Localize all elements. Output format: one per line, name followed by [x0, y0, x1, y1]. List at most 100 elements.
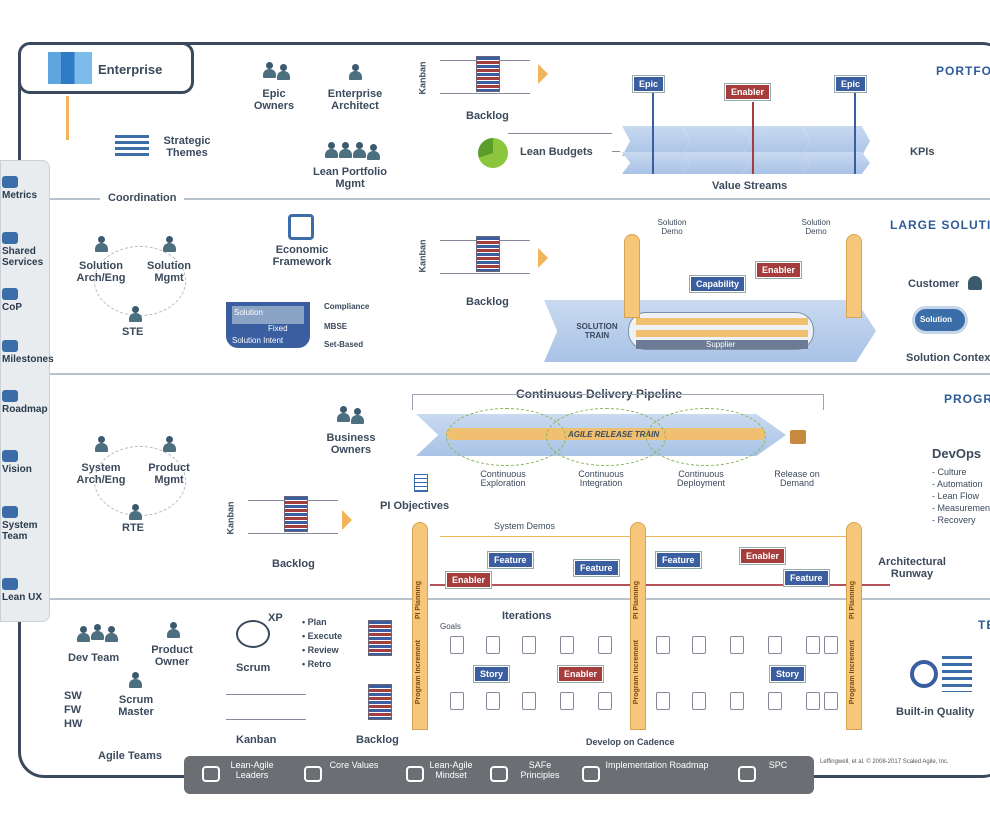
- scrum-label: Scrum: [236, 662, 271, 674]
- dev-team-icon-3: [104, 626, 118, 642]
- economic-framework-label: Economic Framework: [272, 244, 332, 268]
- devops-label: DevOps: [932, 446, 982, 461]
- fw-label: FW: [64, 704, 82, 716]
- story-tag-1: Story: [474, 666, 510, 682]
- business-owners-label: Business Owners: [326, 432, 376, 456]
- economic-framework-icon: [288, 214, 314, 240]
- footer-item-implementation-roadmap: Implementation Roadmap: [605, 760, 709, 770]
- ls-backlog-stack: [476, 236, 500, 272]
- solution-intent-fixed-label: Fixed: [268, 324, 288, 333]
- iteration-board-icon: [560, 636, 574, 654]
- value-stream-5: [622, 152, 690, 174]
- feature-tag-1: Feature: [488, 552, 533, 568]
- value-stream-4: [802, 126, 870, 156]
- iteration-board-icon: [450, 692, 464, 710]
- level-divider-3: [20, 598, 990, 600]
- portfolio-backlog-label: Backlog: [466, 110, 509, 122]
- architectural-runway-line: [430, 584, 890, 586]
- pi-pillar-3: PI Planning: [846, 522, 862, 730]
- value-stream-6: [682, 152, 750, 174]
- prog-kanban-arrow: [342, 510, 352, 530]
- level-divider-2: [20, 373, 990, 375]
- team-enabler-tag: Enabler: [558, 666, 604, 682]
- goals-label: Goals: [440, 622, 461, 631]
- team-backlog-stack-2: [368, 684, 392, 720]
- ste-label: STE: [122, 326, 144, 338]
- customer-icon: [968, 276, 982, 290]
- agile-teams-label: Agile Teams: [98, 750, 162, 762]
- scrum-master-label: Scrum Master: [118, 694, 154, 718]
- sidebar-item-system-team: System Team: [2, 520, 38, 542]
- iteration-board-icon: [768, 692, 782, 710]
- footer-item-core-values: Core Values: [329, 760, 379, 770]
- pi-pillar-2: PI Planning: [630, 522, 646, 730]
- lpm-icon-2: [338, 142, 352, 158]
- iteration-board-icon: [824, 636, 838, 654]
- iteration-board-icon: [730, 636, 744, 654]
- built-in-quality-lines: [942, 656, 972, 692]
- solution-mgmt-icon: [162, 236, 176, 252]
- value-stream-7: [742, 152, 810, 174]
- iteration-board-icon: [486, 692, 500, 710]
- rte-label: RTE: [122, 522, 144, 534]
- cont-integration-label: Continuous Integration: [578, 469, 624, 488]
- program-increment-label-1: Program Increment: [415, 640, 422, 705]
- retro-label: • Retro: [302, 659, 332, 669]
- spc-icon: [738, 766, 756, 782]
- devops-item: - Automation: [932, 479, 983, 489]
- ste-icon: [128, 306, 142, 322]
- enterprise-arrow: [66, 96, 69, 140]
- devops-list: - Culture- Automation- Lean Flow- Measur…: [932, 466, 990, 526]
- prog-backlog-label: Backlog: [272, 558, 315, 570]
- built-in-quality-icon: [910, 660, 938, 688]
- solution-demo-pillar-1: [624, 234, 640, 318]
- cdp-loop-3: [646, 408, 766, 466]
- mbse-label: MBSE: [324, 322, 348, 331]
- chart-icon: [2, 176, 18, 188]
- supplier-bar: [636, 340, 808, 349]
- mindset-icon: [406, 766, 424, 782]
- sidebar-item-milestones: Milestones: [2, 354, 54, 365]
- prog-backlog-stack: [284, 496, 308, 532]
- solution-pill: [912, 306, 968, 334]
- iteration-board-icon: [522, 692, 536, 710]
- feature-tag-2: Feature: [574, 560, 619, 576]
- values-icon: [304, 766, 322, 782]
- coordination-label: Coordination: [100, 192, 185, 204]
- portfolio-kanban-arrow: [538, 64, 548, 84]
- iteration-board-icon: [598, 636, 612, 654]
- iteration-board-icon: [560, 692, 574, 710]
- pi-pillar-1: PI Planning: [412, 522, 428, 730]
- lean-budgets-pie: [478, 138, 508, 168]
- people-icon: [2, 232, 18, 244]
- principles-icon: [490, 766, 508, 782]
- prog-enabler-tag-1: Enabler: [446, 572, 492, 588]
- epic-owners-icon-2: [276, 64, 290, 80]
- copyright-label: Leffingwell, et al. © 2008-2017 Scaled A…: [820, 759, 949, 765]
- diamond-icon: [2, 340, 18, 352]
- sidebar-item-cop: CoP: [2, 302, 22, 313]
- solution-context-label: Solution Context: [906, 352, 990, 364]
- enterprise-architect-icon: [348, 64, 362, 80]
- devops-item: - Recovery: [932, 515, 976, 525]
- value-streams-label: Value Streams: [712, 180, 788, 192]
- iteration-board-icon: [598, 692, 612, 710]
- customer-label: Customer: [908, 278, 960, 290]
- solution-mgmt-label: Solution Mgmt: [147, 260, 191, 284]
- epic-tag-2: Epic: [835, 76, 867, 92]
- lean-budgets-label: Lean Budgets: [520, 146, 593, 158]
- program-increment-label-2: Program Increment: [633, 640, 640, 705]
- footer-bar: [184, 756, 814, 794]
- portfolio-backlog-stack: [476, 56, 500, 92]
- ls-enabler-tag: Enabler: [756, 262, 802, 278]
- dev-team-label: Dev Team: [68, 652, 120, 664]
- cycle-icon: [2, 578, 18, 590]
- epic-owners-icon: [262, 62, 276, 78]
- enterprise-architect-label: Enterprise Architect: [327, 88, 383, 112]
- business-owners-icon-1: [336, 406, 350, 422]
- level-team: TEAM: [978, 618, 990, 632]
- enterprise-label: Enterprise: [98, 62, 163, 77]
- solution-intent-variable: Solution Intent: [232, 336, 284, 345]
- prog-kanban-label: Kanban: [225, 501, 236, 535]
- pi-planning-label-3: PI Planning: [849, 580, 856, 619]
